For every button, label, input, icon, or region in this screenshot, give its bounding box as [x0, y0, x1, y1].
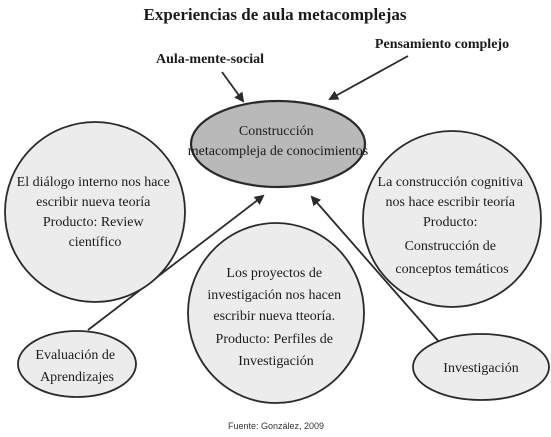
node-left-line-4: científico [69, 235, 122, 250]
node-right-line-5: conceptos temáticos [395, 262, 508, 277]
node-bottom-left-line-1: Evaluación de [35, 348, 115, 363]
node-construccion-cognitiva: La construcción cognitiva nos hace escri… [362, 130, 542, 308]
node-bottom-center-line-4: Producto: Perfiles de [216, 332, 333, 347]
node-left-line-3: Producto: Review [43, 215, 145, 230]
svg-text:El diálogo interno nos hace: El diálogo interno nos hace escribir nue… [17, 175, 174, 250]
svg-text:Investigación: Investigación [443, 361, 518, 376]
node-bottom-left-line-2: Aprendizajes [40, 370, 114, 385]
svg-text:Construcción metacomplej: Construcción metacompleja de conocimient… [188, 124, 368, 159]
node-evaluacion-aprendizajes: Evaluación de Aprendizajes [17, 330, 137, 398]
svg-text:Los proyectos de investi: Los proyectos de investigación nos hacen… [207, 266, 344, 369]
arrow-pensamiento-to-center [328, 55, 409, 100]
arrow-evaluacion-to-center [87, 194, 265, 331]
node-right-line-1: La construcción cognitiva [378, 175, 524, 190]
node-right-line-3: Producto: [423, 215, 477, 230]
source-caption: Fuente: González, 2009 [228, 421, 324, 431]
svg-text:Evaluación de Aprendizaj: Evaluación de Aprendizajes [35, 348, 118, 385]
label-pensamiento-complejo: Pensamiento complejo [375, 37, 509, 52]
arrow-aula-to-center [221, 71, 245, 103]
node-bottom-center-line-1: Los proyectos de [226, 266, 322, 281]
node-bottom-center-line-3: escribir nueva tteoría. [213, 309, 335, 324]
diagram-title: Experiencias de aula metacomplejas [144, 5, 407, 24]
node-dialogo-interno: El diálogo interno nos hace escribir nue… [4, 121, 186, 303]
arrow-investigacion-to-center [310, 195, 441, 344]
node-construccion-metacompleja: Construcción metacompleja de conocimient… [188, 99, 368, 189]
svg-text:La construcción cognitiva: La construcción cognitiva nos hace escri… [378, 175, 527, 277]
node-proyectos-investigacion: Los proyectos de investigación nos hacen… [187, 222, 365, 404]
node-left-line-2: escribir nueva teoría [36, 195, 151, 210]
node-bottom-center-line-5: Investigación [238, 354, 313, 369]
node-center-line-2: metacompleja de conocimientos [188, 144, 368, 159]
label-aula-mente-social: Aula-mente-social [156, 52, 264, 67]
node-right-line-2: nos hace escribir teoría [386, 195, 516, 210]
node-left-line-1: El diálogo interno nos hace [17, 175, 170, 190]
node-investigacion: Investigación [412, 333, 550, 401]
node-bottom-right-line-1: Investigación [443, 361, 518, 376]
node-right-line-4: Construcción de [405, 239, 496, 254]
node-bottom-center-line-2: investigación nos hacen [207, 288, 341, 303]
node-center-line-1: Construcción [239, 124, 314, 139]
